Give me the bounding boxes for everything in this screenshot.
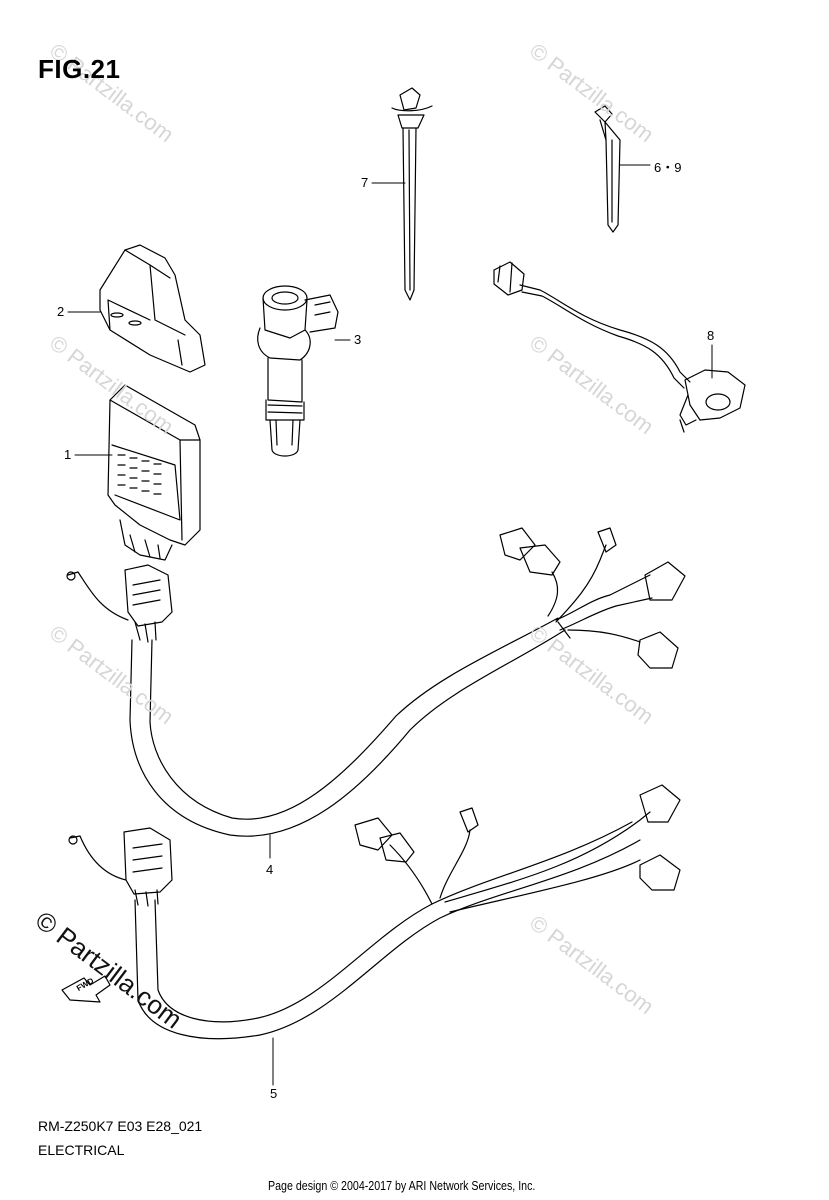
ignition-coil-part [257,285,339,457]
clamp-part [594,105,621,233]
cdi-unit-part [107,384,201,561]
switch-part [493,261,746,433]
leader-lines [67,164,713,1086]
callout-7: 7 [361,175,369,190]
callout-2: 2 [57,304,65,319]
callout-6-9: 6・9 [654,160,682,175]
fwd-arrow [61,975,111,1003]
copyright-notice: Page design © 2004-2017 by ARI Network S… [268,1178,536,1193]
cdi-cover-part [99,244,206,373]
cable-tie-part [391,87,433,301]
callout-3: 3 [354,332,362,347]
callout-4: 4 [266,862,274,877]
callout-8: 8 [707,328,715,343]
callout-1: 1 [64,447,72,462]
section-name: ELECTRICAL [38,1142,125,1158]
diagram-code: RM-Z250K7 E03 E28_021 [38,1118,203,1134]
wiring-harness-4-part [66,527,686,837]
wiring-harness-5-part [68,784,681,1040]
callout-5: 5 [270,1086,278,1101]
cdi-connector-grid [117,454,162,495]
figure-title: FIG.21 [38,54,121,84]
